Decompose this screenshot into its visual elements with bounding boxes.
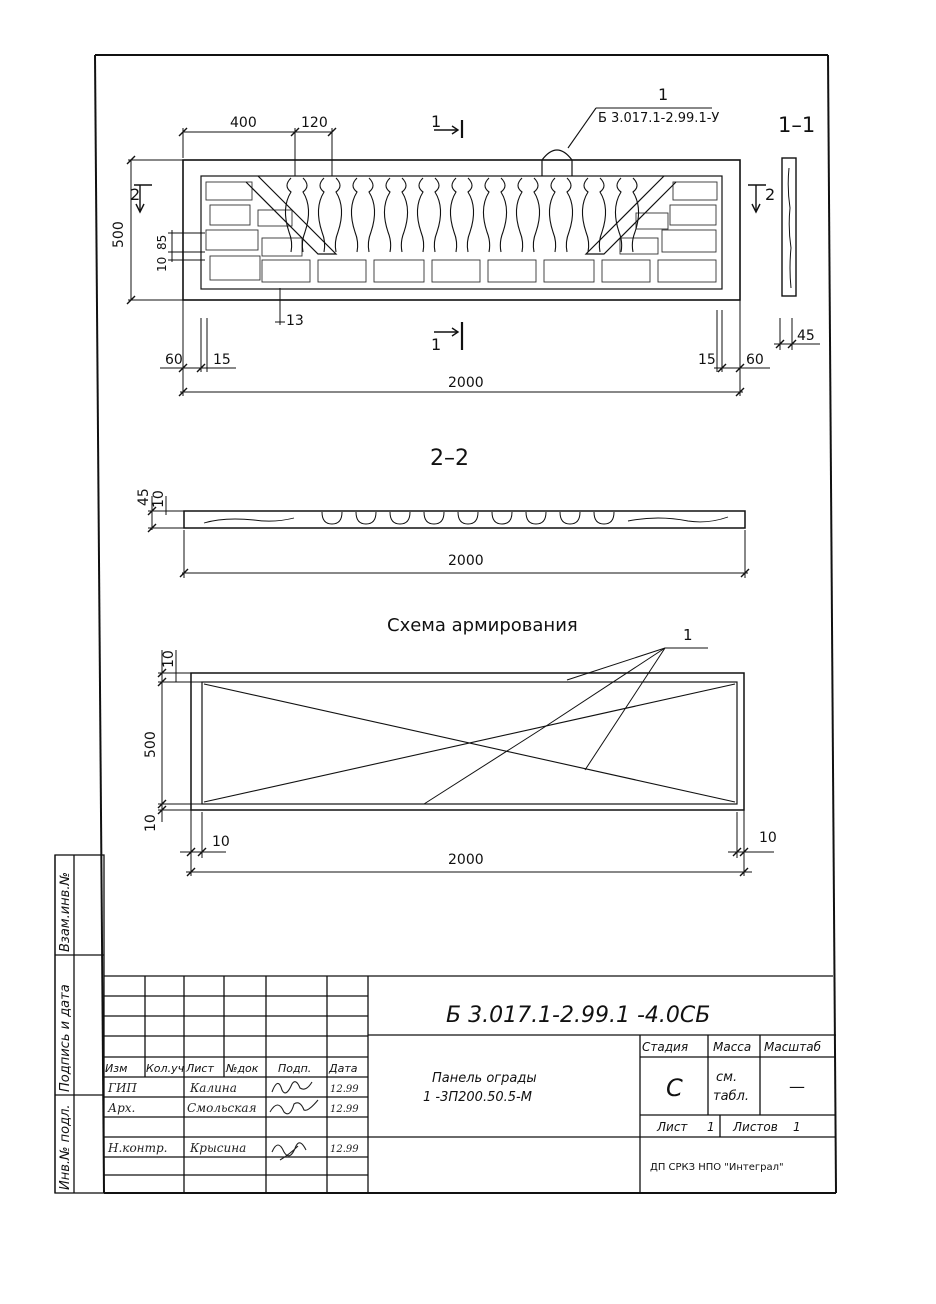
row-2-role: Арх. <box>107 1101 135 1115</box>
section-1-1-title: 1–1 <box>778 113 815 137</box>
rs-dim-10-top: 10 <box>161 650 177 668</box>
balusters <box>284 177 640 253</box>
sheets-label: Листов <box>732 1120 778 1134</box>
reinforcement-scheme <box>190 647 745 811</box>
product-name: Панель ограды <box>432 1071 537 1086</box>
sheet-label: Лист <box>656 1120 688 1134</box>
col-header-ndok: №док <box>225 1062 259 1075</box>
section-2-2-profile <box>183 510 746 529</box>
side-stamp-vzam-inv: Взам.инв.№ <box>58 872 73 952</box>
stage-value: С <box>666 1074 683 1102</box>
dim-10: 10 <box>155 257 169 272</box>
stage-header: Стадия <box>642 1040 688 1054</box>
sheets-value: 1 <box>793 1120 801 1134</box>
col-header-kol-uch: Кол.уч <box>146 1062 185 1075</box>
dim-120: 120 <box>301 115 328 131</box>
dim-85: 85 <box>155 235 169 250</box>
row-1-date: 12.99 <box>330 1084 359 1095</box>
dim-60-right: 60 <box>746 352 764 368</box>
section-1-label-top: 1 <box>431 112 441 131</box>
section-1-label-bottom: 1 <box>431 335 441 354</box>
dim-2000: 2000 <box>448 375 484 391</box>
s22-dim-45: 45 <box>136 488 152 506</box>
rs-dim-2000: 2000 <box>448 852 484 868</box>
organization: ДП СРКЗ НПО "Интеграл" <box>650 1162 784 1173</box>
section-markers <box>134 120 766 350</box>
s22-dim-2000: 2000 <box>448 553 484 569</box>
rs-dim-10-right: 10 <box>759 830 777 846</box>
sheet-frame <box>94 54 837 1194</box>
dim-15-right: 15 <box>698 352 716 368</box>
row-1-name: Калина <box>189 1081 237 1095</box>
title-block-grid <box>104 975 836 1193</box>
col-header-data: Дата <box>328 1062 358 1075</box>
dim-15-left: 15 <box>213 352 231 368</box>
rs-dim-10-left: 10 <box>212 834 230 850</box>
rs-dim-500: 500 <box>143 731 159 758</box>
col-header-list: Лист <box>185 1062 214 1075</box>
mass-value-2: табл. <box>713 1089 749 1104</box>
side-stamp <box>54 854 105 1194</box>
side-stamp-signature-date: Подпись и дата <box>58 984 73 1092</box>
callout-1-number: 1 <box>658 85 668 104</box>
row-2-date: 12.99 <box>330 1104 359 1115</box>
stone-texture <box>205 181 718 283</box>
dim-500: 500 <box>111 221 127 248</box>
scale-value: — <box>789 1077 805 1096</box>
s22-dim-10: 10 <box>151 490 167 508</box>
col-header-izm: Изм <box>105 1062 127 1075</box>
row-3-date: 12.99 <box>330 1144 359 1155</box>
product-mark: 1 -3П200.50.5-М <box>423 1090 532 1105</box>
section-2-label-left: 2 <box>130 185 140 204</box>
row-3-role: Н.контр. <box>107 1141 167 1155</box>
row-2-name: Смольская <box>187 1101 257 1115</box>
section-1-1-profile <box>781 157 797 297</box>
section-2-label-right: 2 <box>765 185 775 204</box>
dim-45: 45 <box>797 328 815 344</box>
dim-60-left: 60 <box>165 352 183 368</box>
row-1-role: ГИП <box>107 1081 137 1095</box>
view1-dimension-lines <box>128 128 820 396</box>
scale-header: Масштаб <box>764 1040 822 1054</box>
side-stamp-inv-podl: Инв.№ подл. <box>58 1104 73 1190</box>
dim-13: 13 <box>286 313 304 329</box>
col-header-podp: Подп. <box>278 1062 311 1075</box>
mass-header: Масса <box>713 1040 751 1054</box>
section-2-2-title: 2–2 <box>430 446 469 471</box>
reinforcement-title: Схема армирования <box>387 615 578 636</box>
document-code: Б 3.017.1-2.99.1 -4.0СБ <box>446 1003 710 1028</box>
reinforcement-callout-1: 1 <box>683 626 693 644</box>
sheet-value: 1 <box>707 1120 715 1134</box>
row-3-name: Крысина <box>189 1141 246 1155</box>
view1-dimension-values: 400 120 500 85 10 13 60 15 15 60 45 2000 <box>111 115 815 391</box>
signatures <box>269 1081 319 1161</box>
view1-dimension-ticks <box>126 127 797 397</box>
mass-value-1: см. <box>716 1070 737 1085</box>
dim-400: 400 <box>230 115 257 131</box>
callout-1-code: Б 3.017.1-2.99.1-У <box>598 111 719 126</box>
rs-dim-10-bottom: 10 <box>143 814 159 832</box>
